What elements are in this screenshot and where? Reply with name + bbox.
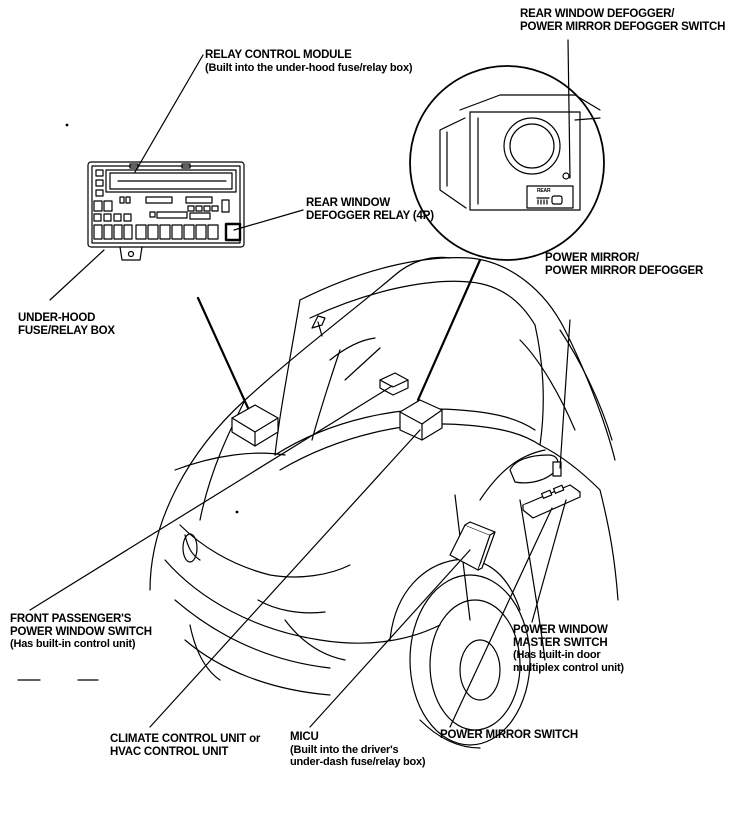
micu-location: [449, 521, 496, 571]
label-line: POWER MIRROR DEFOGGER SWITCH: [520, 20, 726, 33]
passenger-switch-location: [379, 372, 409, 396]
label-line: FUSE/RELAY BOX: [18, 324, 115, 337]
car-outline: [149, 256, 619, 749]
rear-defogger-switch-label: REAR WINDOW DEFOGGER/ POWER MIRROR DEFOG…: [520, 8, 725, 33]
power-mirror-switch-label: POWER MIRROR SWITCH: [440, 729, 578, 742]
label-line: POWER MIRROR/: [545, 252, 639, 264]
switch-panel-rear-text: REAR: [537, 188, 551, 194]
label-line: (Built into the driver's: [290, 743, 399, 756]
label-line: POWER MIRROR SWITCH: [440, 729, 579, 741]
master-switch-location: [522, 484, 581, 519]
under-hood-box-location: [231, 404, 279, 447]
micu-label: MICU (Built into the driver's under-dash…: [290, 731, 426, 769]
switch-panel-text: REAR: [537, 188, 551, 194]
label-line: multiplex control unit): [513, 661, 624, 674]
label-line: CLIMATE CONTROL UNIT or: [110, 733, 261, 745]
relay-control-module-label: RELAY CONTROL MODULE (Built into the und…: [205, 49, 413, 74]
label-line: (Has built-in control unit): [10, 638, 136, 650]
label-line: MICU: [290, 731, 319, 743]
rear-defogger-relay-label: REAR WINDOW DEFOGGER RELAY (4P): [306, 197, 434, 222]
label-line: DEFOGGER RELAY (4P): [306, 209, 434, 222]
label-line: REAR WINDOW: [306, 197, 391, 209]
leader-lines: [29, 39, 571, 728]
label-line: POWER WINDOW: [513, 624, 608, 636]
under-hood-box-label: UNDER-HOOD FUSE/RELAY BOX: [18, 312, 115, 337]
front-passenger-switch-label: FRONT PASSENGER'S POWER WINDOW SWITCH (H…: [10, 613, 152, 651]
defogger-switch-inset: [409, 65, 605, 261]
label-line: UNDER-HOOD: [18, 312, 96, 324]
label-line: REAR WINDOW DEFOGGER/: [520, 8, 675, 20]
label-line: (Has built-in door: [513, 649, 601, 661]
fuse-relay-box-detail: [87, 161, 245, 261]
label-line: HVAC CONTROL UNIT: [110, 745, 229, 758]
label-line: POWER WINDOW SWITCH: [10, 625, 152, 638]
power-mirror-label: POWER MIRROR/ POWER MIRROR DEFOGGER: [545, 252, 703, 277]
power-window-master-label: POWER WINDOW MASTER SWITCH (Has built-in…: [513, 624, 624, 674]
label-line: POWER MIRROR DEFOGGER: [545, 264, 704, 277]
power-mirror-location: [552, 461, 562, 477]
label-line: FRONT PASSENGER'S: [10, 613, 132, 625]
label-line: (Built into the under-hood fuse/relay bo…: [205, 61, 413, 74]
climate-control-label: CLIMATE CONTROL UNIT or HVAC CONTROL UNI…: [110, 733, 260, 758]
climate-control-location: [399, 399, 443, 441]
label-line: RELAY CONTROL MODULE: [205, 49, 352, 61]
label-line: MASTER SWITCH: [513, 636, 608, 649]
label-line: under-dash fuse/relay box): [290, 756, 426, 768]
